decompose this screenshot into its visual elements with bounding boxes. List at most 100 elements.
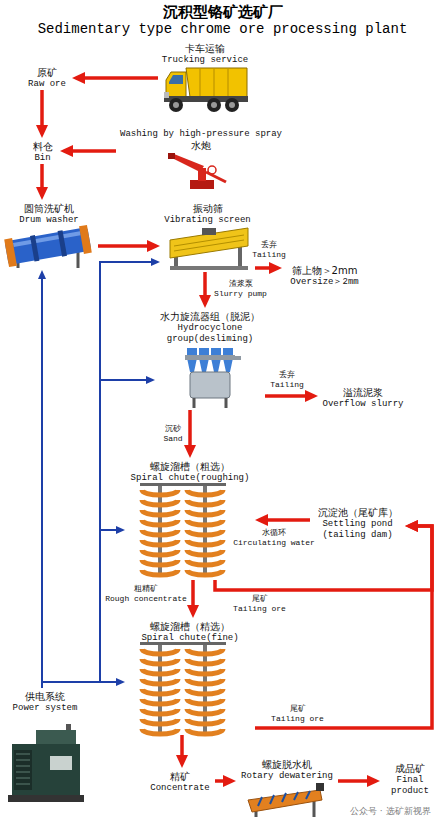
flow-arrow bbox=[98, 244, 151, 248]
watermark: 公众号 · 选矿新视界 bbox=[350, 806, 431, 817]
power-line bbox=[42, 380, 148, 688]
node-sublabel: Oversize＞2mm bbox=[282, 277, 367, 288]
edge-label: 渣浆泵 Slurry pump bbox=[213, 279, 268, 299]
equipment-node: 圆筒洗矿机Drum washer bbox=[0, 200, 98, 270]
manifold bbox=[185, 355, 235, 360]
spiral-chute bbox=[142, 645, 178, 734]
node-label: 供电系统 bbox=[5, 691, 85, 703]
control-panel bbox=[50, 756, 72, 770]
spacer bbox=[251, 240, 261, 241]
edge-label: 水循环 Circulating water bbox=[232, 528, 316, 548]
overflow-pipe bbox=[235, 356, 241, 360]
power-line bbox=[42, 682, 118, 688]
drum-washer bbox=[4, 225, 92, 268]
truck-hub bbox=[211, 102, 217, 108]
spacer bbox=[232, 594, 251, 595]
vibrating-screen bbox=[170, 228, 248, 270]
node-label: 筛上物＞2mm bbox=[282, 265, 367, 277]
node-label: 原矿 bbox=[22, 67, 72, 79]
spacer bbox=[253, 279, 268, 280]
spacer bbox=[213, 279, 228, 280]
node-label: 溢流泥浆 bbox=[318, 387, 408, 399]
equipment-node: 精矿Concentrate bbox=[145, 768, 215, 794]
cannon-barrel bbox=[172, 154, 204, 172]
dewater-motor bbox=[316, 783, 324, 791]
flow-arrow bbox=[265, 394, 309, 398]
edge-label: 沉砂 Sand bbox=[162, 424, 184, 444]
node-label: 成品矿 bbox=[380, 763, 440, 775]
cannon-nozzle bbox=[168, 153, 175, 159]
equipment-node: 沉淀池（尾矿库）Settling pond (tailing dam) bbox=[310, 504, 405, 542]
truck-wheel bbox=[207, 98, 221, 112]
spacer bbox=[296, 370, 306, 371]
node-sublabel: 水炮 bbox=[116, 140, 286, 152]
generator-base bbox=[8, 795, 84, 802]
flow-arrow bbox=[215, 779, 227, 783]
spacer bbox=[270, 704, 289, 705]
tank-legs bbox=[194, 398, 226, 408]
spacer bbox=[182, 424, 185, 425]
cannon-handle bbox=[206, 172, 226, 182]
node-label: 料仓 bbox=[25, 141, 60, 153]
node-label: Washing by high-pressure spray bbox=[116, 129, 286, 140]
equipment-node: 筛上物＞2mmOversize＞2mm bbox=[282, 262, 367, 288]
node-sublabel: Vibrating screen bbox=[160, 215, 255, 226]
flow-arrow bbox=[203, 272, 207, 299]
drum-shell bbox=[5, 227, 92, 265]
subtitle: Sedimentary type chrome ore processing p… bbox=[0, 21, 445, 37]
node-sublabel: Overflow slurry bbox=[318, 399, 408, 410]
spiral-frame bbox=[140, 483, 226, 486]
drum-ring bbox=[79, 225, 92, 254]
water-cannon bbox=[168, 153, 226, 189]
generator bbox=[8, 724, 84, 802]
edge-label: 尾矿 Tailing ore bbox=[232, 594, 287, 614]
screen-motor bbox=[202, 228, 216, 235]
equipment-node: 成品矿Final product bbox=[380, 760, 440, 798]
equipment-node: 水力旋流器组（脱泥）Hydrocyclone group(desliming) bbox=[155, 308, 265, 410]
node-sublabel: Rotary dewatering bbox=[236, 771, 338, 782]
truck-hub bbox=[229, 102, 235, 108]
equipment-node: 螺旋脱水机Rotary dewatering bbox=[236, 756, 338, 818]
equipment-node: 原矿Raw ore bbox=[22, 64, 72, 90]
drum-ring bbox=[4, 238, 17, 267]
dewatering-screw bbox=[248, 783, 324, 817]
truck-window bbox=[169, 75, 183, 84]
flow-arrow bbox=[191, 580, 195, 609]
flow-arrow bbox=[40, 90, 44, 129]
node-label: 螺旋溜槽（精选） bbox=[125, 621, 255, 633]
spacer bbox=[162, 424, 165, 425]
flow-arrow bbox=[69, 149, 116, 153]
sand-tank bbox=[190, 372, 230, 398]
flow-arrow bbox=[338, 779, 371, 783]
spacer bbox=[232, 528, 262, 529]
radiator bbox=[14, 750, 32, 790]
spiral-chute bbox=[142, 486, 178, 575]
truck-bumper bbox=[164, 92, 169, 98]
flow-arrow bbox=[188, 410, 192, 449]
spacer bbox=[269, 370, 279, 371]
spiral-chute bbox=[187, 645, 223, 734]
node-label: 螺旋脱水机 bbox=[236, 759, 338, 771]
cannon-base bbox=[190, 180, 214, 189]
flow-arrow bbox=[40, 164, 44, 191]
node-sublabel: Raw ore bbox=[22, 79, 72, 90]
edge-label: 丢弃 Tailing bbox=[269, 370, 305, 390]
equipment-node: 振动筛Vibrating screen bbox=[160, 200, 255, 272]
node-label: 水力旋流器组（脱泥） bbox=[155, 311, 265, 323]
radiator-grille bbox=[16, 754, 30, 784]
spacer bbox=[268, 594, 287, 595]
edge-label: 尾矿 Tailing ore bbox=[270, 704, 325, 724]
generator-body bbox=[12, 744, 80, 796]
truck-wheel bbox=[169, 98, 183, 112]
equipment-node: 卡车运输Trucking service bbox=[158, 40, 252, 114]
spacer bbox=[159, 584, 189, 585]
equipment-node: 溢流泥浆Overflow slurry bbox=[318, 384, 408, 410]
equipment-node: 供电系统Power system bbox=[5, 688, 85, 805]
edge-label: 丢弃 Tailing bbox=[251, 240, 287, 260]
truck-body bbox=[186, 68, 247, 97]
engine-top bbox=[36, 730, 76, 746]
equipment-node: 料仓Bin bbox=[25, 138, 60, 164]
node-label: 沉淀池（尾矿库） bbox=[310, 507, 405, 519]
